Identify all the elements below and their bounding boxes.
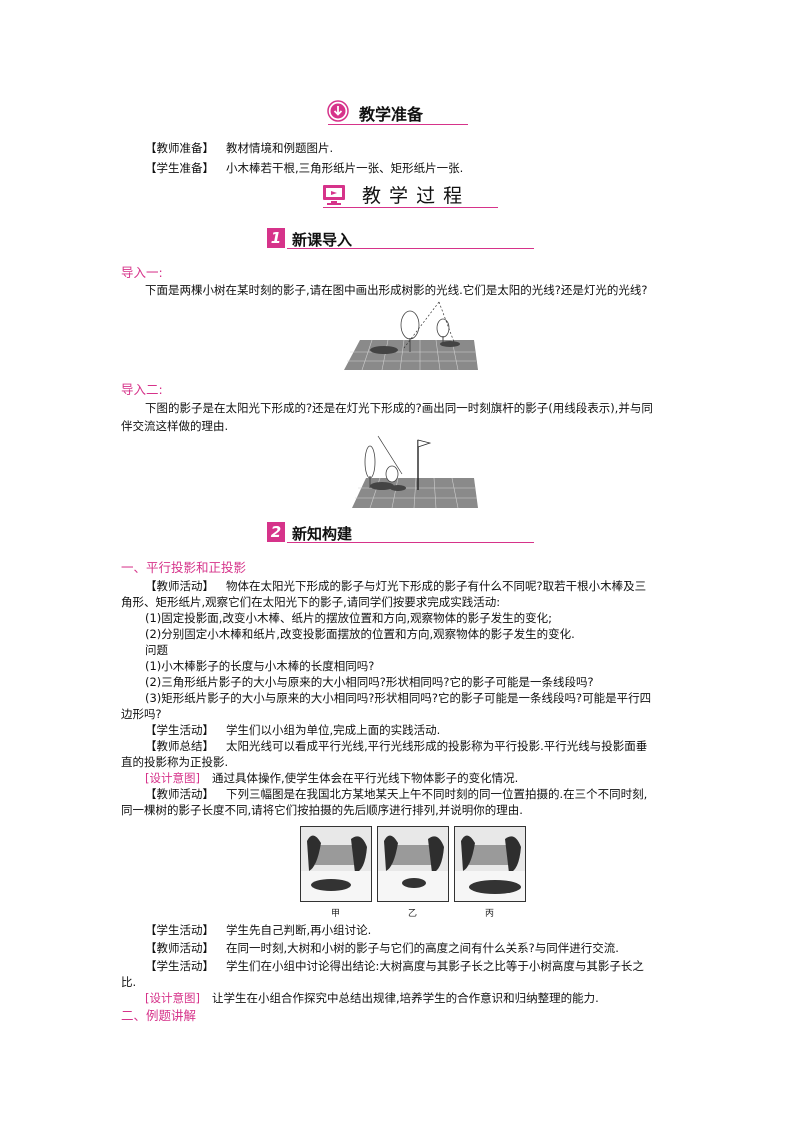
teacher-activity-3-label: 【教师活动】: [145, 941, 214, 955]
student-prep-label: 【学生准备】: [145, 161, 214, 175]
teacher-activity-2-label: 【教师活动】: [145, 787, 214, 801]
student-activity-3: 【学生活动】学生们在小组中讨论得出结论:大树高度与其影子长之比等于小树高度与其影…: [145, 958, 644, 974]
tree-photo-yi: [377, 826, 449, 902]
teacher-activity-1: 【教师活动】物体在太阳光下形成的影子与灯光下形成的影子有什么不同呢?取若干根小木…: [145, 578, 646, 594]
intro2-text-1: 下图的影子是在太阳光下形成的?还是在灯光下形成的?画出同一时刻旗杆的影子(用线段…: [145, 401, 653, 415]
text-line: 角形、矩形纸片,观察它们在太阳光下的影子,请同学们按要求完成实践活动:: [121, 595, 501, 609]
student-activity-3-label: 【学生活动】: [145, 959, 214, 973]
photo-caption-yi: 乙: [408, 909, 418, 919]
flagpole-shadow-figure: [350, 434, 480, 510]
trees-shadow-figure: [342, 300, 480, 372]
teacher-activity-1-label: 【教师活动】: [145, 579, 214, 593]
design-intent-2-label: [设计意图]: [145, 991, 200, 1005]
design-intent-2-text: 让学生在小组合作探究中总结出规律,培养学生的合作意识和归纳整理的能力.: [211, 991, 599, 1005]
section1-title: 一、平行投影和正投影: [121, 560, 247, 575]
teacher-prep-line: 【教师准备】教材情境和例题图片.: [145, 140, 333, 156]
intro1-label: 导入一:: [121, 265, 163, 280]
text-line: (1)固定投影面,改变小木棒、纸片的摆放位置和方向,观察物体的影子发生的变化;: [145, 611, 552, 625]
text-line: (1)小木棒影子的长度与小木棒的长度相同吗?: [145, 659, 375, 673]
text-line: (3)矩形纸片影子的大小与原来的大小相同吗?形状相同吗?它的影子可能是一条线段吗…: [145, 691, 652, 705]
intro1-text: 下面是两棵小树在某时刻的影子,请在图中画出形成树影的光线.它们是太阳的光线?还是…: [145, 283, 648, 297]
intro2-label: 导入二:: [121, 382, 163, 397]
student-prep-text: 小木棒若干根,三角形纸片一张、矩形纸片一张.: [226, 161, 464, 175]
intro2-text-2: 伴交流这样做的理由.: [121, 419, 229, 433]
teacher-activity-3-text: 在同一时刻,大树和小树的影子与它们的高度之间有什么关系?与同伴进行交流.: [226, 941, 619, 955]
text-line: 比.: [121, 975, 137, 989]
design-intent-2: [设计意图] 让学生在小组合作探究中总结出规律,培养学生的合作意识和归纳整理的能力…: [145, 990, 599, 1006]
photo-caption-bing: 丙: [485, 909, 495, 919]
student-prep-line: 【学生准备】小木棒若干根,三角形纸片一张、矩形纸片一张.: [145, 160, 463, 176]
process-title: 教 学 过 程: [362, 185, 464, 207]
teacher-activity-1-text: 物体在太阳光下形成的影子与灯光下形成的影子有什么不同呢?取若干根小木棒及三: [226, 579, 647, 593]
teacher-activity-2-text: 下列三幅图是在我国北方某地某天上午不同时刻的同一位置拍摄的.在三个不同时刻,: [226, 787, 648, 801]
teacher-prep-text: 教材情境和例题图片.: [226, 141, 334, 155]
student-activity-1: 【学生活动】学生们以小组为单位,完成上面的实践活动.: [145, 722, 440, 738]
student-activity-2-label: 【学生活动】: [145, 923, 214, 937]
part2-title: 新知构建: [292, 525, 353, 543]
download-arrow-icon: [327, 100, 349, 122]
teacher-prep-label: 【教师准备】: [145, 141, 214, 155]
process-header: 教 学 过 程: [322, 181, 502, 209]
student-activity-1-text: 学生们以小组为单位,完成上面的实践活动.: [226, 723, 441, 737]
tree-photo-bing: [454, 826, 526, 902]
tree-photo-jia: [300, 826, 372, 902]
text-line: 同一棵树的影子长度不同,请将它们按拍摄的先后顺序进行排列,并说明你的理由.: [121, 803, 523, 817]
part1-underline: [287, 248, 534, 249]
teacher-activity-3: 【教师活动】在同一时刻,大树和小树的影子与它们的高度之间有什么关系?与同伴进行交…: [145, 940, 619, 956]
student-activity-3-text: 学生们在小组中讨论得出结论:大树高度与其影子长之比等于小树高度与其影子长之: [226, 959, 644, 973]
monitor-icon: [322, 184, 346, 206]
text-line: 边形吗?: [121, 707, 162, 721]
design-intent-1: [设计意图] 通过具体操作,使学生体会在平行光线下物体影子的变化情况.: [145, 770, 518, 786]
design-intent-1-text: 通过具体操作,使学生体会在平行光线下物体影子的变化情况.: [211, 771, 519, 785]
teacher-summary-text: 太阳光线可以看成平行光线,平行光线形成的投影称为平行投影.平行光线与投影面垂: [226, 739, 648, 753]
text-line: 问题: [145, 643, 168, 657]
student-activity-2: 【学生活动】学生先自己判断,再小组讨论.: [145, 922, 371, 938]
part1-number-badge: 1: [267, 228, 285, 248]
photo-caption-jia: 甲: [331, 909, 341, 919]
teacher-summary: 【教师总结】太阳光线可以看成平行光线,平行光线形成的投影称为平行投影.平行光线与…: [145, 738, 647, 754]
part1-title: 新课导入: [292, 231, 353, 249]
prep-header: 教学准备: [327, 100, 469, 126]
student-activity-2-text: 学生先自己判断,再小组讨论.: [226, 923, 372, 937]
prep-title: 教学准备: [359, 105, 424, 124]
design-intent-1-label: [设计意图]: [145, 771, 200, 785]
teacher-summary-label: 【教师总结】: [145, 739, 214, 753]
section2-title: 二、例题讲解: [121, 1008, 197, 1023]
text-line: (2)三角形纸片影子的大小与原来的大小相同吗?形状相同吗?它的影子可能是一条线段…: [145, 675, 594, 689]
prep-underline: [328, 124, 468, 125]
text-line: (2)分别固定小木棒和纸片,改变投影面摆放的位置和方向,观察物体的影子发生的变化…: [145, 627, 575, 641]
text-line: 直的投影称为正投影.: [121, 755, 229, 769]
process-underline: [323, 207, 498, 208]
part2-underline: [287, 542, 534, 543]
teacher-activity-2: 【教师活动】下列三幅图是在我国北方某地某天上午不同时刻的同一位置拍摄的.在三个不…: [145, 786, 647, 802]
part2-number-badge: 2: [267, 522, 285, 542]
student-activity-1-label: 【学生活动】: [145, 723, 214, 737]
